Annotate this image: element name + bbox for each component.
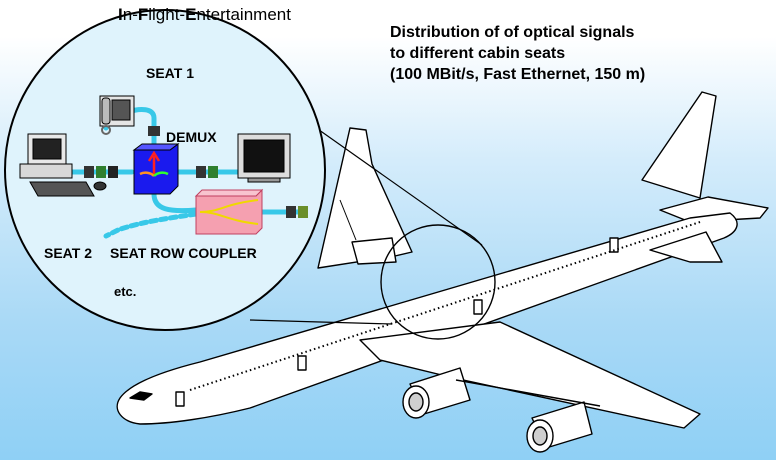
computer-icon <box>19 133 107 197</box>
engine-outer-upper <box>351 237 397 265</box>
engine-near-2 <box>526 401 593 453</box>
zoom-line-bottom <box>249 319 393 325</box>
telephone-icon <box>99 95 135 135</box>
coupler-label: SEAT ROW COUPLER <box>110 245 257 261</box>
seat1-label: SEAT 1 <box>146 65 194 81</box>
seat-row-coupler-box <box>194 188 264 235</box>
fuselage <box>116 212 738 425</box>
demux-box <box>132 143 180 195</box>
lower-wing <box>359 321 701 429</box>
zoom-target-circle <box>380 224 496 340</box>
description-line-1: Distribution of of optical signals <box>390 24 635 41</box>
etc-label: etc. <box>114 284 136 299</box>
description-line-3: (100 MBit/s, Fast Ethernet, 150 m) <box>390 66 646 83</box>
monitor-icon <box>237 133 291 183</box>
seat2-label: SEAT 2 <box>44 245 92 261</box>
tail-fin <box>641 91 717 199</box>
cockpit-windows <box>129 391 153 401</box>
page-title: In-Flight-Entertainment <box>118 5 291 24</box>
demux-label: DEMUX <box>166 129 217 145</box>
inset-network <box>19 95 308 239</box>
lower-stabilizer <box>649 231 723 263</box>
description-text: Distribution of of optical signals to di… <box>390 22 645 85</box>
engine-near-1 <box>402 367 471 419</box>
airplane <box>116 91 769 453</box>
description-line-2: to different cabin seats <box>390 45 566 62</box>
